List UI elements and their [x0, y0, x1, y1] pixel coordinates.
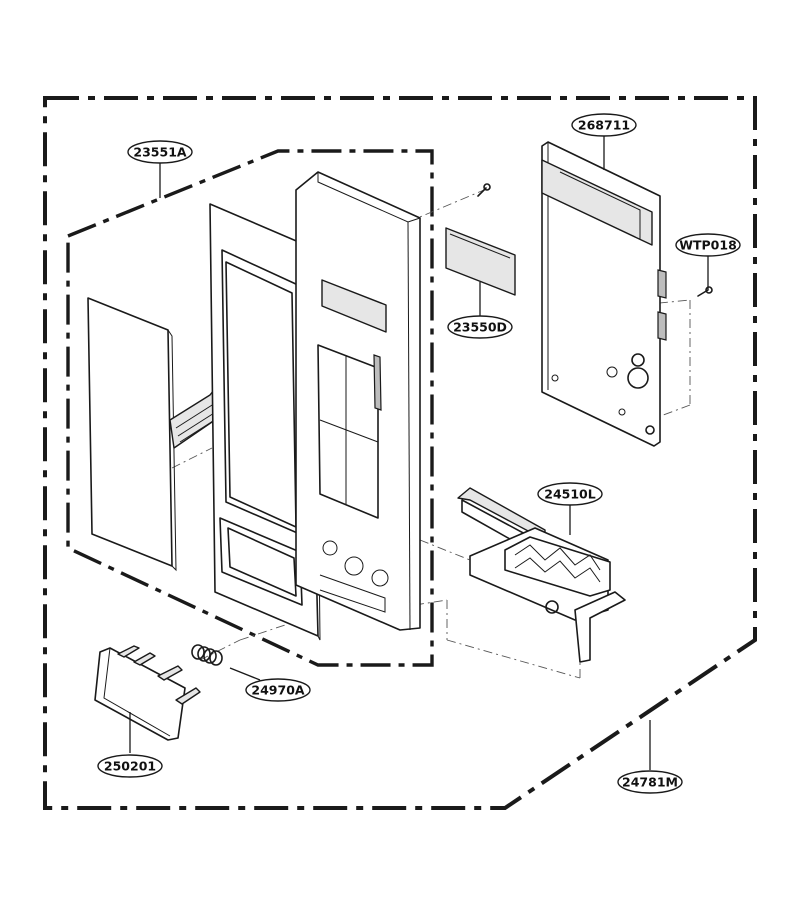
- callout-text-268711: 268711: [578, 118, 630, 133]
- callout-23551a: 23551A: [127, 140, 193, 164]
- callout-text-24781m: 24781M: [622, 775, 678, 790]
- leader-lines: [129, 136, 709, 770]
- cover-sheet-part: [445, 227, 516, 296]
- callout-23550d: 23550D: [447, 315, 513, 339]
- callout-text-24970a: 24970A: [251, 683, 304, 698]
- callout-text-23550d: 23550D: [453, 320, 507, 335]
- control-board: [541, 141, 667, 447]
- callout-24970a: 24970A: [245, 678, 311, 702]
- callout-wtp018: WTP018: [675, 233, 741, 257]
- assembly-guide-lines: [171, 189, 691, 679]
- callout-250201: 250201: [97, 754, 163, 778]
- callout-24781m: 24781M: [617, 770, 683, 794]
- callout-text-250201: 250201: [104, 759, 156, 774]
- housing-screw: [477, 183, 491, 197]
- screw-wtp018: [697, 286, 713, 297]
- membrane-switch-panel: [87, 297, 231, 572]
- door-spring: [191, 644, 223, 666]
- callout-text-24510l: 24510L: [544, 487, 595, 502]
- callout-text-wtp018: WTP018: [679, 238, 737, 253]
- door-push-button: [94, 645, 201, 741]
- door-latch-lever: [457, 487, 626, 663]
- callout-24510l: 24510L: [537, 482, 603, 506]
- outer-assembly-boundary: [43, 96, 757, 810]
- callout-text-23551a: 23551A: [133, 145, 186, 160]
- callout-268711: 268711: [571, 113, 637, 137]
- inner-assembly-boundary: [66, 149, 434, 667]
- control-housing: [295, 171, 421, 631]
